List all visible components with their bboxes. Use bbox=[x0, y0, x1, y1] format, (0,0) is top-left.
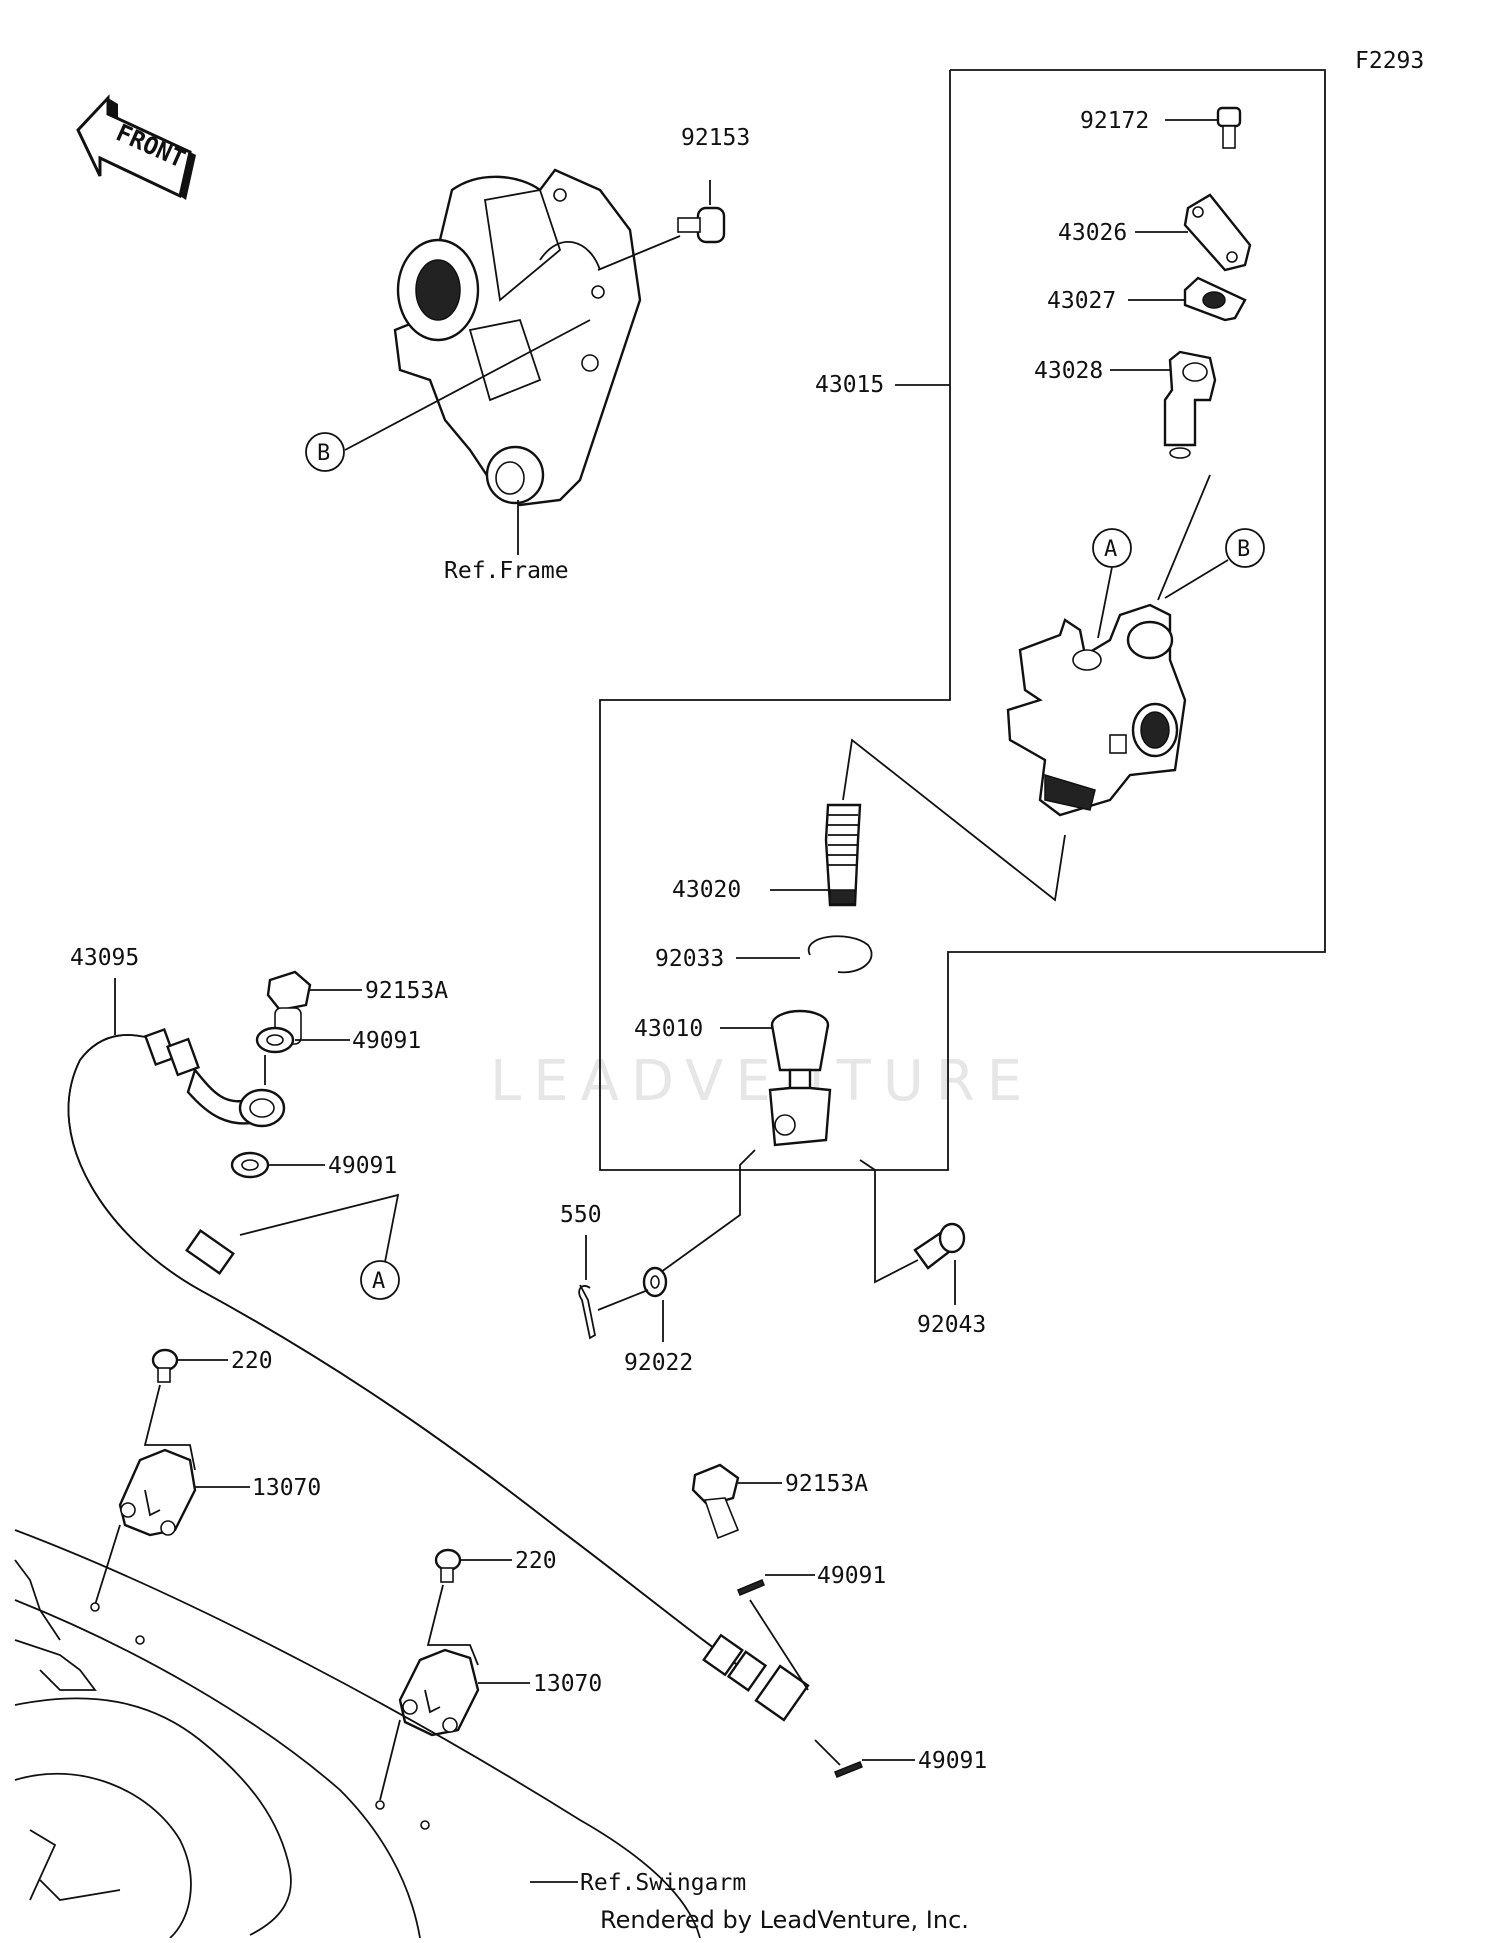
callout-b-icon-2: B bbox=[1225, 528, 1265, 568]
label-92153: 92153 bbox=[681, 125, 750, 151]
swingarm bbox=[14, 1529, 701, 1939]
washer-49091-4 bbox=[834, 1761, 863, 1778]
label-43095: 43095 bbox=[70, 945, 139, 971]
clamp-13070-1 bbox=[118, 1448, 197, 1537]
callout-b-icon: B bbox=[305, 432, 345, 472]
label-220-2: 220 bbox=[515, 1548, 557, 1574]
label-43015: 43015 bbox=[815, 372, 884, 398]
reservoir-43028 bbox=[1163, 350, 1217, 459]
washer-49091-2 bbox=[230, 1151, 270, 1179]
screw-220-1 bbox=[151, 1348, 179, 1383]
cotter-pin-550 bbox=[578, 1284, 597, 1340]
figure-id: F2293 bbox=[1355, 48, 1424, 74]
diaphragm-43027 bbox=[1183, 276, 1247, 322]
kit-43015-boundary bbox=[599, 69, 1326, 1171]
label-43026: 43026 bbox=[1058, 220, 1127, 246]
label-92153A-top: 92153A bbox=[365, 978, 448, 1004]
svg-text:B: B bbox=[317, 441, 330, 466]
screw-92172 bbox=[1216, 106, 1242, 149]
label-92153A-bot: 92153A bbox=[785, 1471, 868, 1497]
washer-49091-1 bbox=[255, 1026, 295, 1054]
label-49091-3: 49091 bbox=[817, 1563, 886, 1589]
svg-text:A: A bbox=[1104, 537, 1117, 562]
callout-a-icon: A bbox=[1092, 528, 1132, 568]
pushrod-43010 bbox=[768, 1009, 832, 1147]
ref-frame-label: Ref.Frame bbox=[444, 558, 569, 584]
label-220-1: 220 bbox=[231, 1348, 273, 1374]
washer-92022 bbox=[642, 1266, 668, 1298]
label-43028: 43028 bbox=[1034, 358, 1103, 384]
ref-swingarm-label: Ref.Swingarm bbox=[580, 1870, 746, 1896]
master-cylinder-body bbox=[1006, 603, 1187, 817]
label-43020: 43020 bbox=[672, 877, 741, 903]
label-49091-1: 49091 bbox=[352, 1028, 421, 1054]
pin-92043 bbox=[913, 1222, 966, 1270]
label-550: 550 bbox=[560, 1202, 602, 1228]
label-49091-4: 49091 bbox=[918, 1748, 987, 1774]
label-49091-2: 49091 bbox=[328, 1153, 397, 1179]
credit-text: Rendered by LeadVenture, Inc. bbox=[600, 1906, 969, 1934]
label-13070-2: 13070 bbox=[533, 1671, 602, 1697]
circlip-92033 bbox=[807, 935, 873, 974]
label-92043: 92043 bbox=[917, 1312, 986, 1338]
callout-a-icon-2: A bbox=[360, 1260, 400, 1300]
label-43010: 43010 bbox=[634, 1016, 703, 1042]
banjo-bolt-92153A-bot bbox=[691, 1463, 740, 1540]
washer-49091-3 bbox=[737, 1579, 765, 1596]
label-13070-1: 13070 bbox=[252, 1475, 321, 1501]
svg-text:B: B bbox=[1237, 537, 1250, 562]
piston-43020 bbox=[824, 803, 862, 907]
frame-bracket bbox=[393, 168, 642, 507]
label-43027: 43027 bbox=[1047, 288, 1116, 314]
clamp-13070-2 bbox=[398, 1648, 480, 1737]
label-92172: 92172 bbox=[1080, 108, 1149, 134]
label-92033: 92033 bbox=[655, 946, 724, 972]
screw-220-2 bbox=[434, 1548, 462, 1583]
cap-43026 bbox=[1183, 193, 1252, 272]
watermark: LEADVENTURE bbox=[490, 1049, 1034, 1114]
label-92022: 92022 bbox=[624, 1350, 693, 1376]
svg-text:A: A bbox=[372, 1269, 385, 1294]
front-arrow-icon: FRONT bbox=[76, 94, 196, 200]
brake-hose-43095 bbox=[67, 1027, 810, 1722]
bolt-92153 bbox=[597, 180, 726, 271]
